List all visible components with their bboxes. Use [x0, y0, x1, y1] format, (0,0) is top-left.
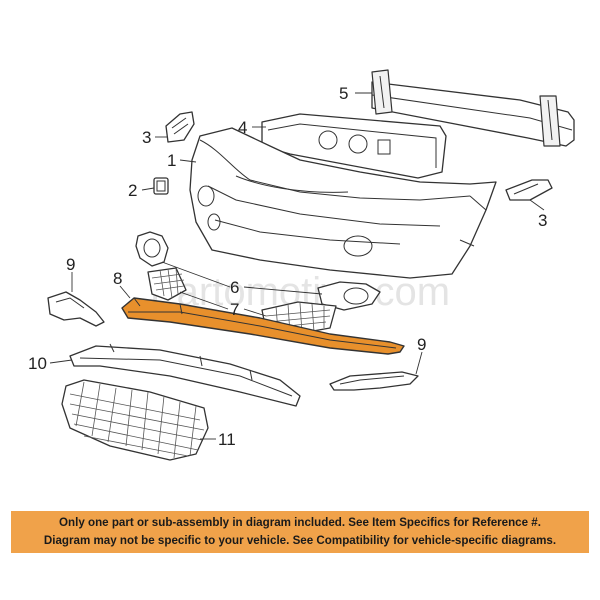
part-3-bracket-right [505, 179, 553, 201]
callout-9-left: 9 [66, 255, 75, 274]
callout-11: 11 [218, 430, 236, 449]
leader-1 [179, 159, 197, 163]
part-5-reinforcement-beam [371, 69, 575, 147]
disclaimer-line-1: Only one part or sub-assembly in diagram… [59, 516, 541, 529]
callout-9-right: 9 [417, 335, 426, 354]
part-9-bracket-right [329, 371, 419, 391]
callout-2: 2 [128, 181, 137, 200]
part-3-bracket-left [165, 111, 195, 143]
part-2-clip [153, 177, 169, 195]
disclaimer-banner: Only one part or sub-assembly in diagram… [11, 511, 589, 553]
part-1-bumper-cover [189, 127, 497, 279]
leader-7 [179, 291, 267, 317]
leader-9-right [415, 351, 423, 375]
callout-5: 5 [339, 84, 348, 103]
callout-6: 6 [230, 278, 239, 297]
part-7-grille-left [147, 267, 187, 301]
part-11-lower-grille [61, 379, 209, 461]
part-8-lower-valance-highlighted [121, 297, 405, 355]
callout-3-left: 3 [142, 128, 151, 147]
leader-10 [49, 359, 73, 364]
part-9-bracket-left [47, 291, 105, 327]
callout-10: 10 [28, 354, 47, 373]
leader-3-right [529, 199, 545, 211]
part-6-bezel-left [135, 231, 169, 267]
callout-4: 4 [238, 118, 247, 137]
callout-3-right: 3 [538, 211, 547, 230]
callout-8: 8 [113, 269, 122, 288]
leader-lines [49, 92, 545, 440]
part-10-grille-support [69, 343, 301, 407]
leader-6 [161, 261, 323, 295]
leader-2 [141, 187, 155, 191]
callout-1: 1 [167, 151, 176, 170]
callout-7: 7 [230, 300, 239, 319]
leader-8 [119, 285, 131, 299]
disclaimer-line-2: Diagram may not be specific to your vehi… [43, 534, 557, 547]
